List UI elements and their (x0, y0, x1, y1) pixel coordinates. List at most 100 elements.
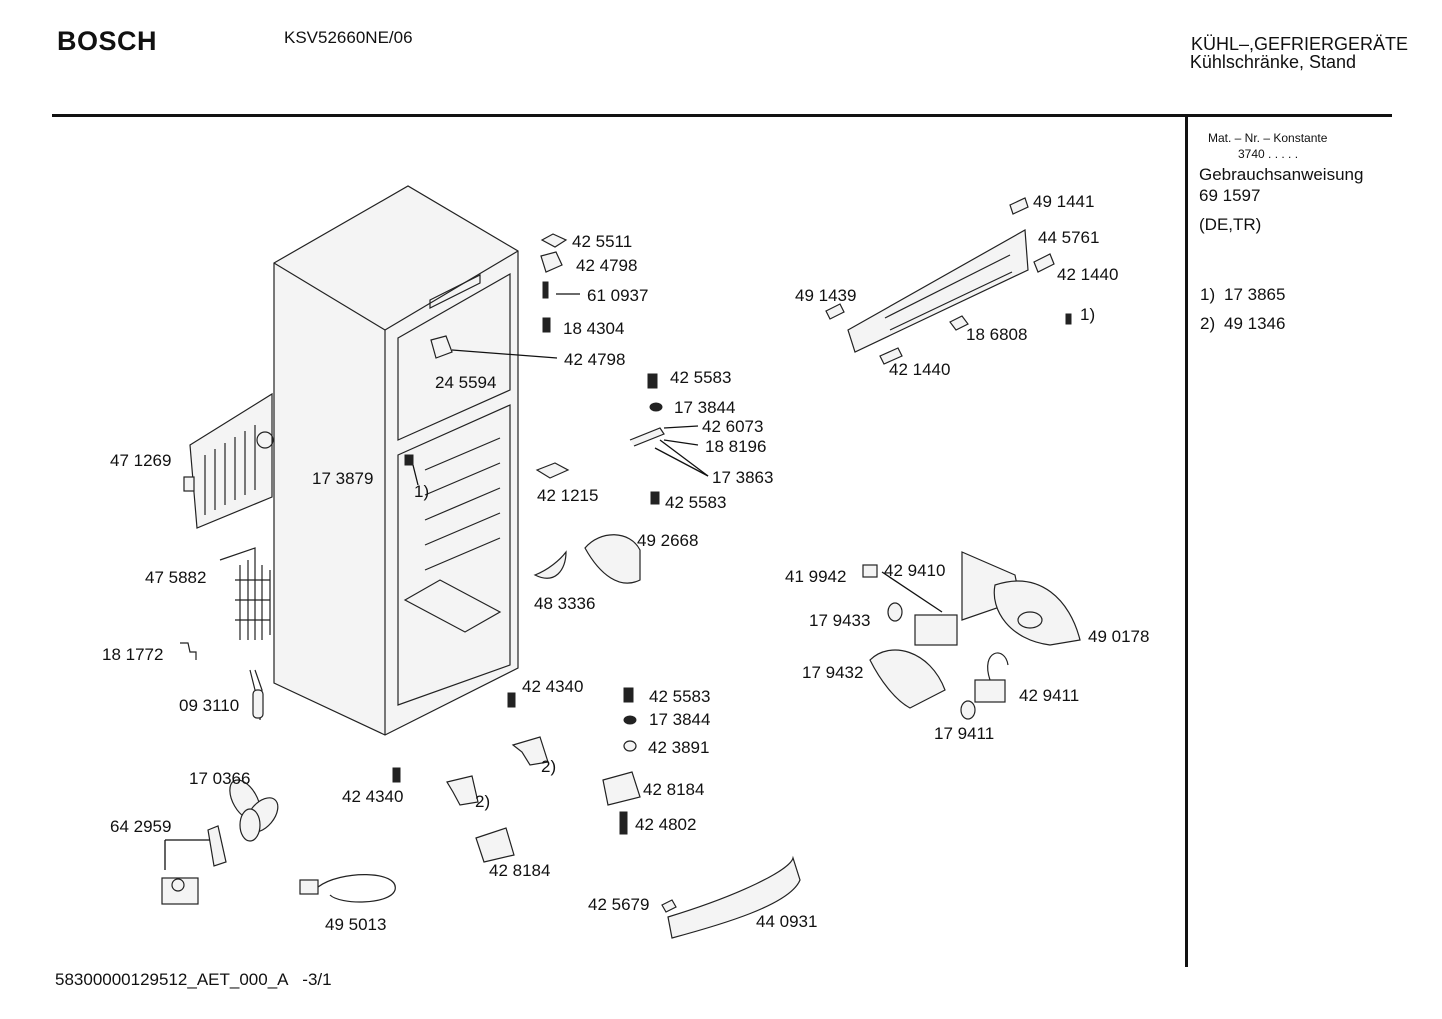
cover-421440b (879, 347, 903, 365)
label-173863: 17 3863 (712, 468, 774, 487)
label-181772: 18 1772 (102, 645, 164, 664)
label-note-2b: 2) (475, 792, 491, 811)
label-419942: 41 9942 (785, 567, 847, 586)
label-093110: 09 3110 (179, 696, 240, 715)
label-440931: 44 0931 (756, 912, 818, 931)
box-421215 (535, 462, 570, 479)
control-panel (847, 229, 1029, 353)
label-245594: 24 5594 (435, 373, 497, 392)
label-492668: 49 2668 (637, 531, 699, 550)
cover-425511 (540, 233, 568, 248)
knob-179411 (960, 700, 976, 720)
label-425583a: 42 5583 (670, 368, 732, 387)
model-number: KSV52660NE/06 (284, 28, 413, 47)
exploded-parts-drawing (161, 185, 1081, 939)
bracket-426073 (629, 427, 665, 447)
label-423891: 42 3891 (648, 738, 710, 757)
note-value-1: 17 3865 (1224, 285, 1286, 304)
label-note-1b: 1) (1080, 305, 1096, 324)
hinge-428184-upper (602, 771, 641, 806)
lamp-shade-179432 (869, 649, 946, 709)
label-483336: 48 3336 (534, 594, 596, 613)
label-428184b: 42 8184 (489, 861, 551, 880)
label-445761: 44 5761 (1038, 228, 1100, 247)
label-424340a: 42 4340 (522, 677, 584, 696)
pin-610937 (542, 281, 549, 299)
screw-424340b (392, 767, 401, 783)
power-cord (299, 874, 396, 903)
lamp-179433 (887, 602, 903, 622)
label-421440b: 42 1440 (889, 360, 951, 379)
label-475882: 47 5882 (145, 568, 207, 587)
label-186808: 18 6808 (966, 325, 1028, 344)
label-179432: 17 9432 (802, 663, 864, 682)
label-491439: 49 1439 (795, 286, 857, 305)
hinge-424798b (430, 335, 453, 359)
label-424802: 42 4802 (635, 815, 697, 834)
clip-491439 (825, 303, 845, 320)
lamp-housing-490178 (961, 551, 1081, 646)
fan-bracket (207, 825, 227, 867)
label-421215: 42 1215 (537, 486, 599, 505)
cover-483336 (533, 550, 567, 579)
clip-181772 (180, 642, 197, 660)
part-186808 (949, 315, 969, 331)
mat-value: 3740 . . . . . (1238, 147, 1299, 161)
note-value-2: 49 1346 (1224, 314, 1286, 333)
refrigerator-cabinet (273, 185, 519, 736)
lamp-cover-492668 (584, 534, 641, 584)
button-491441 (1009, 197, 1029, 215)
hinge-428184-lower (475, 827, 515, 863)
label-610937: 61 0937 (587, 286, 649, 305)
screw-184304 (542, 317, 551, 333)
note-key-1: 1) (1200, 285, 1216, 304)
label-642959: 64 2959 (110, 817, 172, 836)
label-179411: 17 9411 (934, 724, 995, 743)
label-173844a: 17 3844 (674, 398, 736, 417)
header-divider (52, 114, 1392, 117)
label-188196: 18 8196 (705, 437, 767, 456)
label-424798b: 42 4798 (564, 350, 626, 369)
category-title: KÜHL–,GEFRIERGERÄTE (1190, 34, 1408, 54)
label-429411: 42 9411 (1019, 686, 1080, 705)
label-421440a: 42 1440 (1057, 265, 1119, 284)
screw-425583b (650, 491, 660, 505)
label-491441: 49 1441 (1033, 192, 1095, 211)
evaporator-coil (219, 547, 271, 640)
label-428184a: 42 8184 (643, 780, 705, 799)
switch-429411 (974, 652, 1009, 703)
footer-page: -3/1 (302, 970, 332, 989)
label-495013: 49 5013 (325, 915, 387, 934)
hinge-2a (511, 736, 549, 766)
hinge-424798a (540, 251, 563, 273)
condenser-panel (183, 392, 274, 529)
hinge-2b (446, 775, 479, 806)
sidebar-divider (1185, 117, 1188, 967)
holder-429410 (914, 614, 958, 646)
label-424340b: 42 4340 (342, 787, 404, 806)
screw-424340a (507, 692, 516, 708)
label-425583b: 42 5583 (665, 493, 727, 512)
manual-number: 69 1597 (1199, 186, 1261, 205)
footer-code: 58300000129512_AET_000_A -3/1 (55, 970, 332, 990)
screw-424802 (619, 811, 628, 835)
label-170366: 17 0366 (189, 769, 251, 788)
footer-doc-code: 58300000129512_AET_000_A (55, 970, 288, 989)
clip-425679 (661, 899, 677, 913)
kick-plate-440931 (667, 855, 801, 939)
note-key-2: 2) (1200, 314, 1216, 333)
label-471269: 47 1269 (110, 451, 172, 470)
label-179433: 17 9433 (809, 611, 871, 630)
washer-173844a (649, 402, 663, 412)
label-490178: 49 0178 (1088, 627, 1150, 646)
label-173879: 17 3879 (312, 469, 374, 488)
screw-425583c (623, 687, 634, 703)
label-429410: 42 9410 (884, 561, 946, 580)
category-subtitle: Kühlschränke, Stand (1189, 52, 1356, 72)
label-425511: 42 5511 (572, 232, 633, 251)
fan-motor (161, 877, 199, 905)
label-173844b: 17 3844 (649, 710, 711, 729)
fan-blade (229, 779, 279, 842)
washer-173844b (623, 715, 637, 725)
label-note-2a: 2) (541, 757, 557, 776)
